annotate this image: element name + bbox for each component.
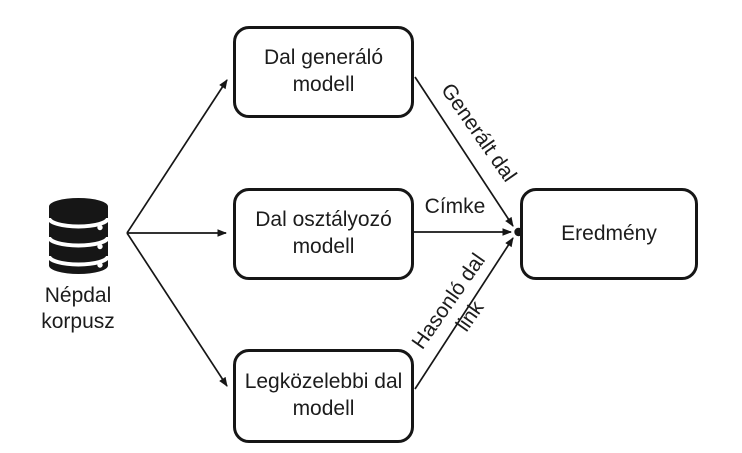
node-result-label: Eredmény <box>561 221 657 245</box>
edge-label-cimke: Címke <box>424 195 486 218</box>
database-icon-separator <box>47 217 110 229</box>
node-nearest-song-model: Legközelebbi dal modell <box>233 349 414 443</box>
database-icon-dot <box>97 243 103 250</box>
source-corpus-label: Népdal korpusz <box>41 284 115 334</box>
database-icon-dot <box>97 224 103 231</box>
arrow-source-to-generator <box>126 79 228 234</box>
database-icon-separator <box>47 236 110 248</box>
node-generator-label: Dal generáló modell <box>263 46 384 96</box>
node-nearest-song-label: Legközelebbi dal modell <box>244 370 403 420</box>
database-icon-dot <box>97 262 103 268</box>
node-result: Eredmény <box>520 188 698 280</box>
database-icon <box>47 198 110 274</box>
node-generator-model: Dal generáló modell <box>233 26 414 118</box>
database-icon-body <box>49 198 108 274</box>
node-classifier-model: Dal osztályozó modell <box>233 188 414 280</box>
arrow-source-to-nearest <box>126 232 228 387</box>
database-icon-separator <box>47 255 110 267</box>
arrow-nearest-to-result <box>414 237 514 390</box>
node-classifier-label: Dal osztályozó modell <box>255 208 392 258</box>
arrow-generator-to-result <box>414 76 514 227</box>
